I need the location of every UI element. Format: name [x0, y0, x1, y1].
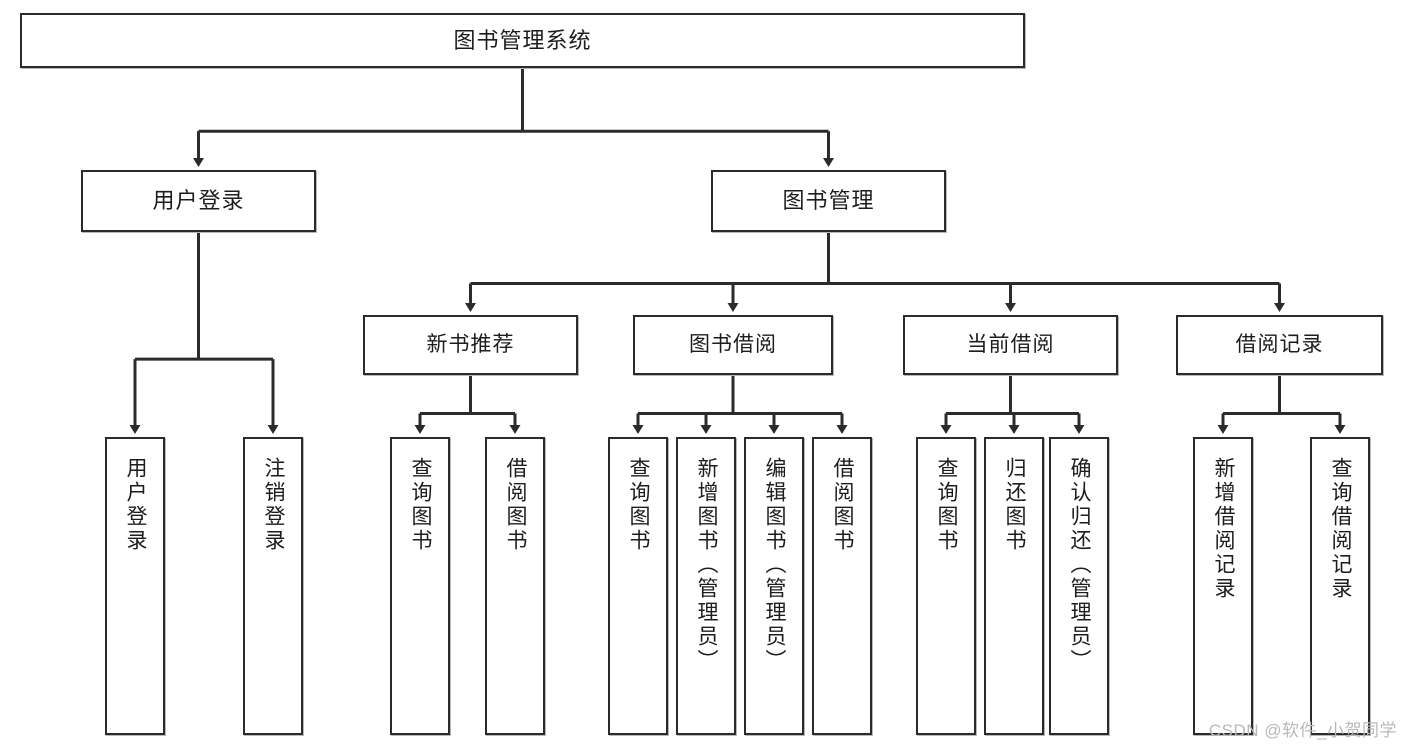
- node-leaf-add-book[interactable]: 新增图书（管理员）: [676, 437, 736, 735]
- node-leaf-user-login[interactable]: 用户登录: [105, 437, 165, 735]
- node-label: 查询借阅记录: [1329, 457, 1353, 601]
- node-label: 借阅图书: [831, 457, 855, 553]
- node-new-book-rec[interactable]: 新书推荐: [363, 315, 578, 375]
- node-label: 用户登录: [152, 188, 245, 214]
- node-label: 图书管理: [782, 188, 875, 214]
- node-leaf-query-record[interactable]: 查询借阅记录: [1310, 437, 1370, 735]
- node-label: 查询图书: [409, 457, 433, 553]
- node-label: 查询图书: [627, 457, 651, 553]
- node-leaf-borrow-book-2[interactable]: 借阅图书: [812, 437, 872, 735]
- node-label: 归还图书: [1003, 457, 1027, 553]
- node-label: 图书借阅: [689, 332, 777, 356]
- node-leaf-return-book[interactable]: 归还图书: [984, 437, 1044, 735]
- node-leaf-edit-book[interactable]: 编辑图书（管理员）: [744, 437, 804, 735]
- node-leaf-query-book-1[interactable]: 查询图书: [390, 437, 450, 735]
- node-label: 查询图书: [935, 457, 959, 553]
- node-leaf-add-record[interactable]: 新增借阅记录: [1193, 437, 1253, 735]
- node-current-borrow[interactable]: 当前借阅: [903, 315, 1118, 375]
- node-root[interactable]: 图书管理系统: [20, 13, 1025, 68]
- node-label: 借阅记录: [1235, 332, 1324, 356]
- node-label: 编辑图书（管理员）: [763, 457, 787, 673]
- node-book-manage[interactable]: 图书管理: [711, 170, 946, 232]
- node-leaf-user-logout[interactable]: 注销登录: [243, 437, 303, 735]
- node-label: 借阅图书: [504, 457, 528, 553]
- node-label: 确认归还（管理员）: [1068, 457, 1092, 673]
- node-borrow-record[interactable]: 借阅记录: [1176, 315, 1383, 375]
- node-leaf-borrow-book-1[interactable]: 借阅图书: [485, 437, 545, 735]
- node-user-login[interactable]: 用户登录: [81, 170, 316, 232]
- node-label: 图书管理系统: [453, 27, 592, 53]
- node-label: 注销登录: [262, 457, 286, 553]
- watermark: CSDN @软件_小贺同学: [1208, 721, 1397, 740]
- node-book-borrow[interactable]: 图书借阅: [633, 315, 833, 375]
- node-leaf-query-book-2[interactable]: 查询图书: [608, 437, 668, 735]
- node-label: 新增借阅记录: [1212, 457, 1236, 601]
- node-label: 新增图书（管理员）: [695, 457, 719, 673]
- node-leaf-confirm-return[interactable]: 确认归还（管理员）: [1049, 437, 1109, 735]
- node-leaf-query-book-3[interactable]: 查询图书: [916, 437, 976, 735]
- node-label: 当前借阅: [966, 332, 1055, 356]
- node-label: 用户登录: [124, 457, 148, 553]
- node-label: 新书推荐: [426, 332, 515, 356]
